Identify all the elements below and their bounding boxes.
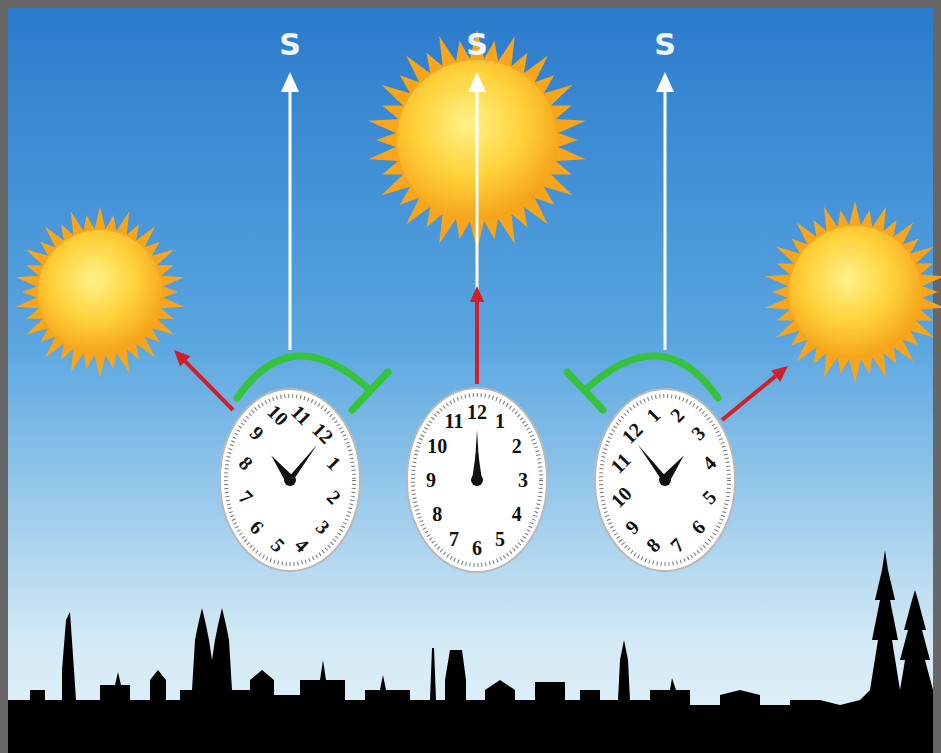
bisect-arc-end bbox=[567, 372, 603, 410]
clock-numeral: 5 bbox=[495, 529, 505, 549]
south-arrow-head bbox=[468, 72, 486, 92]
south-arrow-head bbox=[281, 72, 299, 92]
south-arrow bbox=[289, 92, 292, 350]
clock-face: 121234567891011 bbox=[218, 387, 362, 573]
clock-numeral: 4 bbox=[512, 504, 522, 524]
clock-numeral: 7 bbox=[449, 529, 459, 549]
bisect-arc-end bbox=[352, 372, 388, 410]
sun-rays bbox=[765, 201, 941, 383]
clock-numeral: 10 bbox=[427, 436, 447, 456]
sky bbox=[8, 8, 933, 753]
clock-dial bbox=[595, 389, 735, 571]
skyline bbox=[8, 550, 933, 753]
clock-numeral: 2 bbox=[512, 436, 522, 456]
pointers bbox=[174, 72, 788, 420]
south-arrow-head bbox=[656, 72, 674, 92]
clock-numeral: 9 bbox=[426, 470, 436, 490]
sun-direction-arrow bbox=[722, 376, 776, 420]
south-arrow bbox=[476, 92, 479, 290]
clock-numeral: 6 bbox=[472, 538, 482, 558]
clock-numeral: 8 bbox=[432, 504, 442, 524]
sun-direction-arrow bbox=[475, 302, 479, 384]
city-silhouette bbox=[8, 550, 933, 753]
hand-pivot bbox=[471, 474, 483, 486]
sun bbox=[789, 226, 921, 358]
sun-rays bbox=[16, 206, 185, 377]
clock-face: 12 12 3 45678 9 10 11 bbox=[405, 386, 549, 574]
clock-face: 121234567891011 bbox=[593, 387, 737, 573]
clock-numeral: 1 bbox=[495, 411, 505, 431]
sun-direction-arrow-head bbox=[174, 350, 190, 366]
suns bbox=[16, 30, 941, 383]
sun bbox=[38, 230, 162, 354]
clock-dial bbox=[220, 389, 360, 571]
compass-label: S bbox=[466, 30, 488, 60]
hand-pivot bbox=[284, 474, 296, 486]
clock-dial bbox=[407, 388, 547, 572]
south-arrow bbox=[664, 92, 667, 350]
minute-ticks bbox=[413, 395, 541, 565]
sun-direction-arrow-head bbox=[771, 366, 788, 382]
compass-label: S bbox=[654, 30, 676, 60]
clock-numeral: 3 bbox=[518, 470, 528, 490]
minute-ticks bbox=[226, 396, 354, 564]
clock-numeral: 11 bbox=[445, 411, 464, 431]
hand-pivot bbox=[659, 474, 671, 486]
clock-numeral: 12 bbox=[467, 402, 487, 422]
sun-direction-arrow-head bbox=[470, 286, 484, 302]
clock-outline bbox=[593, 387, 737, 573]
minute-ticks bbox=[601, 396, 729, 564]
compass-label: S bbox=[279, 30, 301, 60]
sun-direction-arrow bbox=[185, 361, 233, 410]
